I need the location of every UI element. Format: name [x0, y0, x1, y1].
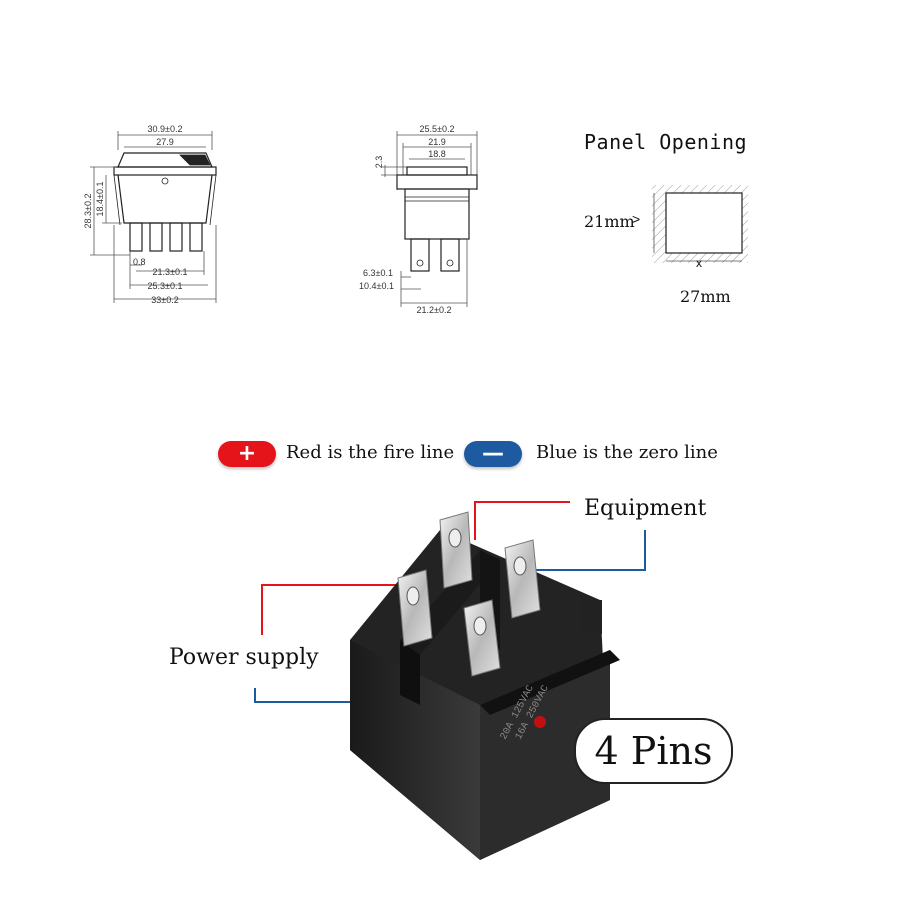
dim-pin-span-outer: 25.3±0.1: [148, 281, 183, 291]
dim-side-width-outer: 25.5±0.2: [420, 124, 455, 134]
dim-side-width-mid: 21.9: [428, 137, 446, 147]
pins-count-text: 4 Pins: [594, 729, 713, 773]
panel-opening-drawing: [652, 185, 748, 263]
rocker-switch-illustration: 20A 125VAC 16A 250VAC: [254, 501, 646, 860]
panel-width-marker: x: [696, 256, 702, 270]
pins-count-badge: 4 Pins: [574, 718, 733, 784]
equipment-label: Equipment: [584, 496, 707, 521]
panel-opening-title: Panel Opening: [584, 130, 748, 154]
blue-minus-badge: —: [464, 441, 522, 467]
dim-pin-span-inner: 21.3±0.1: [153, 267, 188, 277]
dim-side-base-width: 21.2±0.2: [417, 305, 452, 315]
front-view-drawing: 30.9±0.2 27.9 28.3±0.2 18.4±0.1 0.8 21.3…: [83, 124, 217, 305]
dim-overall-height: 28.3±0.2: [83, 194, 93, 229]
dim-overall-width: 30.9±0.2: [148, 124, 183, 134]
dim-rocker-width: 27.9: [156, 137, 174, 147]
red-plus-badge: +: [218, 441, 276, 467]
dim-side-pin-offset-a: 6.3±0.1: [363, 268, 393, 278]
dim-side-width-inner: 18.8: [428, 149, 446, 159]
power-supply-label: Power supply: [169, 645, 319, 670]
panel-width-label: 27mm: [680, 287, 731, 306]
minus-icon: —: [482, 441, 504, 466]
dim-side-height-top: 2.3: [374, 156, 384, 169]
side-view-drawing: 25.5±0.2 21.9 18.8 2.3 6.3±0.1 10.4±0.1 …: [359, 124, 478, 315]
dim-side-pin-offset-b: 10.4±0.1: [359, 281, 394, 291]
red-line-text: Red is the fire line: [286, 442, 455, 463]
panel-height-marker: >: [632, 211, 641, 227]
blue-line-text: Blue is the zero line: [536, 442, 718, 463]
dim-offset: 0.8: [133, 257, 146, 267]
panel-height-label: 21mm: [584, 212, 635, 231]
dim-base-width: 33±0.2: [151, 295, 178, 305]
plus-icon: +: [237, 441, 257, 466]
dim-body-height: 18.4±0.1: [95, 182, 105, 217]
